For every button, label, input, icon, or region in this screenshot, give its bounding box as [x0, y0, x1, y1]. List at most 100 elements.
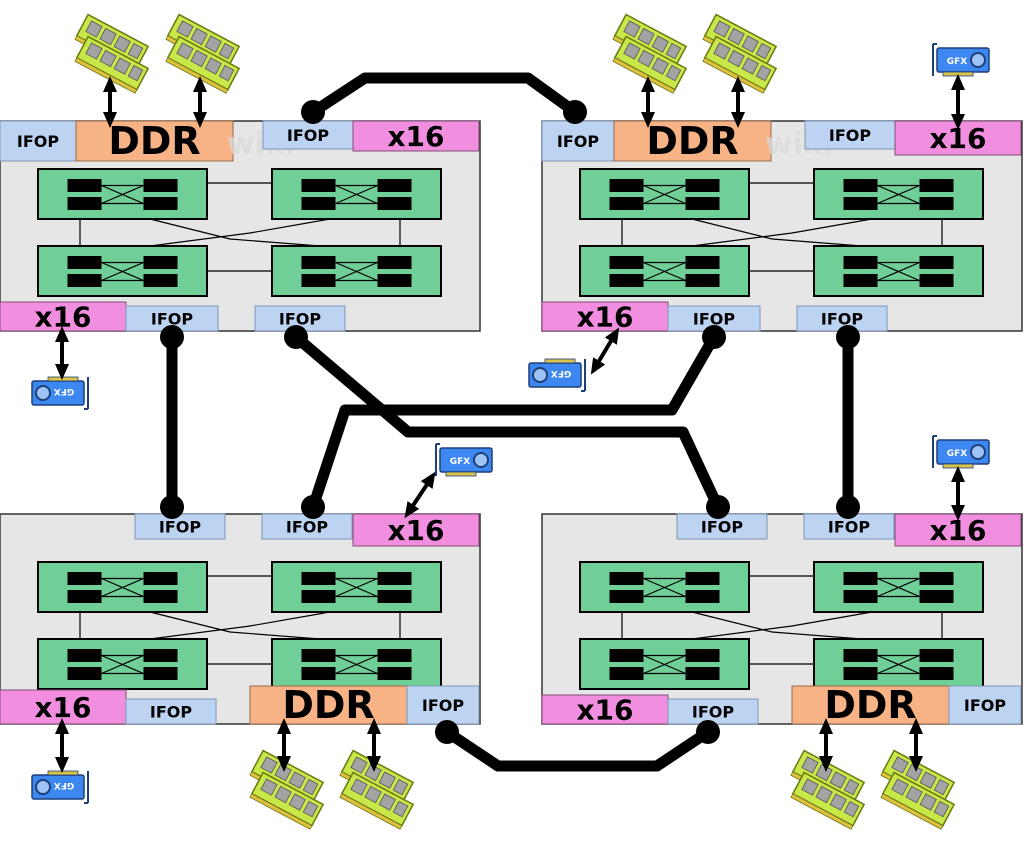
ifop-label: IFOP — [821, 310, 863, 329]
x16-box — [352, 513, 480, 547]
gfx-icon: GFX — [932, 43, 990, 77]
core-block — [919, 667, 954, 680]
x16-label: x16 — [34, 301, 91, 334]
ifop-label: IFOP — [557, 132, 599, 151]
link-endpoint-9 — [706, 495, 730, 519]
core-block — [685, 649, 720, 662]
link-endpoint-3 — [160, 325, 184, 349]
die2-x16-bottom: x16 — [541, 301, 669, 334]
arrow-head — [909, 718, 923, 734]
ifop-label: IFOP — [693, 310, 735, 329]
die3-ifop-top-1: IFOP — [134, 513, 226, 540]
x16-box — [352, 120, 480, 152]
infinity-fabric-links — [166, 72, 854, 772]
die2-ifop-bottom-2: IFOP — [796, 305, 888, 332]
ccx-2 — [271, 168, 442, 220]
core-link — [877, 261, 920, 282]
core-block — [843, 667, 878, 680]
link-endpoint-7 — [160, 495, 184, 519]
core-block — [377, 667, 412, 680]
core-block — [919, 256, 954, 269]
arrow-head — [277, 756, 291, 772]
core-block — [919, 649, 954, 662]
ifop-label: IFOP — [17, 132, 59, 151]
die3-ifop-bottom: IFOP — [125, 698, 217, 725]
link-endpoint-1 — [301, 100, 325, 124]
core-link — [643, 577, 686, 598]
core-block — [609, 197, 644, 210]
core-block — [67, 649, 102, 662]
link-endpoint-2 — [563, 100, 587, 124]
arrow-head — [951, 505, 965, 521]
core-block — [67, 572, 102, 585]
pcie-arrow — [951, 74, 965, 130]
core-block — [609, 649, 644, 662]
ddr-arrow — [367, 718, 381, 772]
ccx-box — [271, 245, 442, 297]
core-block — [301, 274, 336, 287]
ifop-box — [261, 513, 353, 540]
core-link — [335, 261, 378, 282]
arrow-head — [55, 757, 69, 773]
arrow-head — [103, 112, 117, 128]
pcie-arrow — [404, 471, 436, 519]
core-block — [919, 572, 954, 585]
arrow-head — [420, 471, 436, 489]
core-block — [685, 667, 720, 680]
fabric-link-4 — [292, 332, 723, 510]
gfx-label: GFX — [54, 386, 75, 396]
ifop-label: IFOP — [286, 518, 328, 537]
ddr-label: DDR — [824, 683, 916, 727]
ddr-arrow — [103, 76, 117, 128]
fabric-link-5 — [307, 334, 719, 509]
ifop-label: IFOP — [150, 703, 192, 722]
ifop-label: IFOP — [692, 703, 734, 722]
core-link — [877, 654, 920, 675]
core-block — [685, 179, 720, 192]
die4-ifop-bottom: IFOP — [667, 698, 759, 725]
gfx-label: GFX — [450, 457, 471, 467]
ccx-link — [691, 218, 863, 247]
die2-ifop-bottom-1: IFOP — [667, 305, 761, 332]
arrow-head — [55, 326, 69, 342]
ddr-box — [613, 120, 772, 162]
arrow-head — [590, 357, 606, 375]
ifop-label: IFOP — [828, 518, 870, 537]
ccx-1 — [579, 561, 750, 613]
ifop-label: IFOP — [159, 518, 201, 537]
core-block — [843, 197, 878, 210]
arrow-head — [951, 466, 965, 482]
core-link — [335, 654, 378, 675]
ccx-link — [691, 611, 873, 640]
fabric-link-6 — [443, 727, 712, 772]
ccx-3 — [37, 245, 208, 297]
ccx-4 — [271, 638, 442, 690]
ddr-arrow — [731, 76, 745, 128]
ddr-arrow — [909, 718, 923, 772]
ifop-box — [0, 120, 77, 162]
link-endpoint-6 — [836, 325, 860, 349]
core-block — [377, 590, 412, 603]
core-block — [67, 256, 102, 269]
ddr-arrow — [277, 718, 291, 772]
core-block — [685, 274, 720, 287]
arrow-head — [819, 756, 833, 772]
gfx-icon: GFX — [528, 358, 586, 392]
core-block — [143, 667, 178, 680]
core-block — [301, 667, 336, 680]
core-block — [67, 590, 102, 603]
ddr-box — [791, 685, 950, 725]
ddr-arrow — [193, 76, 207, 128]
core-block — [843, 590, 878, 603]
die3-ddr: DDR — [249, 683, 408, 727]
core-block — [143, 197, 178, 210]
ddr-box — [75, 120, 234, 162]
x16-label: x16 — [387, 120, 444, 153]
gfx-icon: GFX — [31, 376, 89, 410]
core-block — [919, 179, 954, 192]
pcie-arrow — [951, 466, 965, 521]
